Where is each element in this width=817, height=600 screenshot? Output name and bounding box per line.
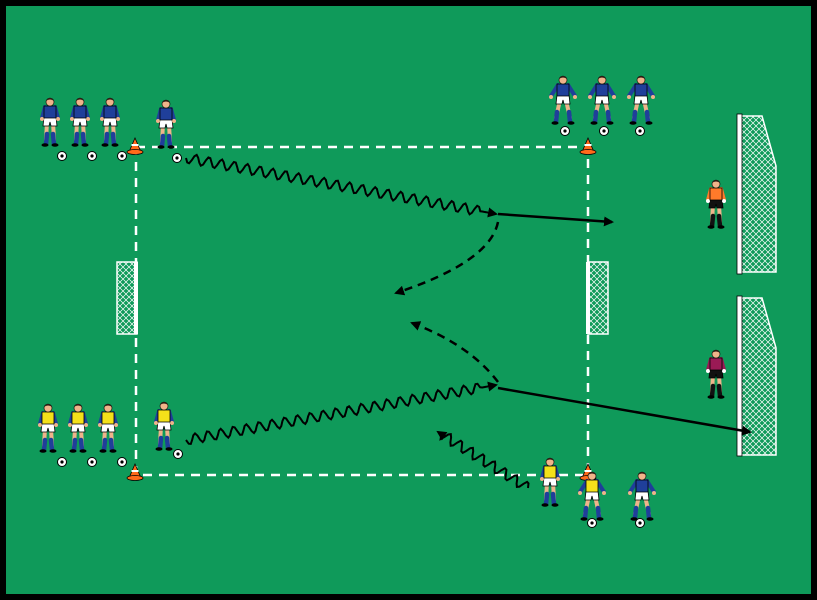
player-icon — [40, 97, 60, 147]
pass-arrow — [497, 386, 752, 436]
ball-icon — [635, 518, 645, 528]
ball-icon — [560, 126, 570, 136]
goal-bottom — [736, 295, 777, 457]
ball-icon — [117, 457, 127, 467]
mini-goal-left — [116, 261, 138, 335]
ball-icon — [87, 151, 97, 161]
player-icon — [68, 403, 88, 453]
ball-icon — [635, 126, 645, 136]
run-arrow — [394, 221, 500, 296]
player-icon — [540, 457, 560, 507]
cone-icon — [579, 136, 597, 155]
player-icon — [70, 97, 90, 147]
player-icon — [156, 99, 176, 149]
player-icon — [154, 401, 174, 451]
dribble-path — [185, 153, 498, 218]
goal-top — [736, 113, 777, 275]
dribble-path — [185, 381, 498, 445]
ball-icon — [87, 457, 97, 467]
cone-icon — [126, 136, 144, 155]
mini-goal-right — [586, 261, 609, 335]
cone-icon — [126, 462, 144, 481]
player-icon — [706, 349, 726, 399]
run-arrow — [410, 321, 499, 383]
player-icon — [588, 75, 616, 125]
ball-icon — [587, 518, 597, 528]
cones-group — [126, 136, 597, 481]
player-icon — [98, 403, 118, 453]
ball-icon — [57, 457, 67, 467]
dribble-path — [436, 430, 530, 489]
ball-icon — [57, 151, 67, 161]
player-icon — [627, 75, 655, 125]
ball-icon — [117, 151, 127, 161]
ball-icon — [599, 126, 609, 136]
players-group — [38, 75, 726, 521]
movement-lines — [185, 153, 752, 489]
player-icon — [578, 471, 606, 521]
player-icon — [38, 403, 58, 453]
ball-icon — [173, 449, 183, 459]
player-icon — [549, 75, 577, 125]
pass-arrow — [497, 212, 614, 227]
ball-icon — [172, 153, 182, 163]
player-icon — [628, 471, 656, 521]
player-icon — [706, 179, 726, 229]
player-icon — [100, 97, 120, 147]
balls-group — [57, 126, 645, 528]
